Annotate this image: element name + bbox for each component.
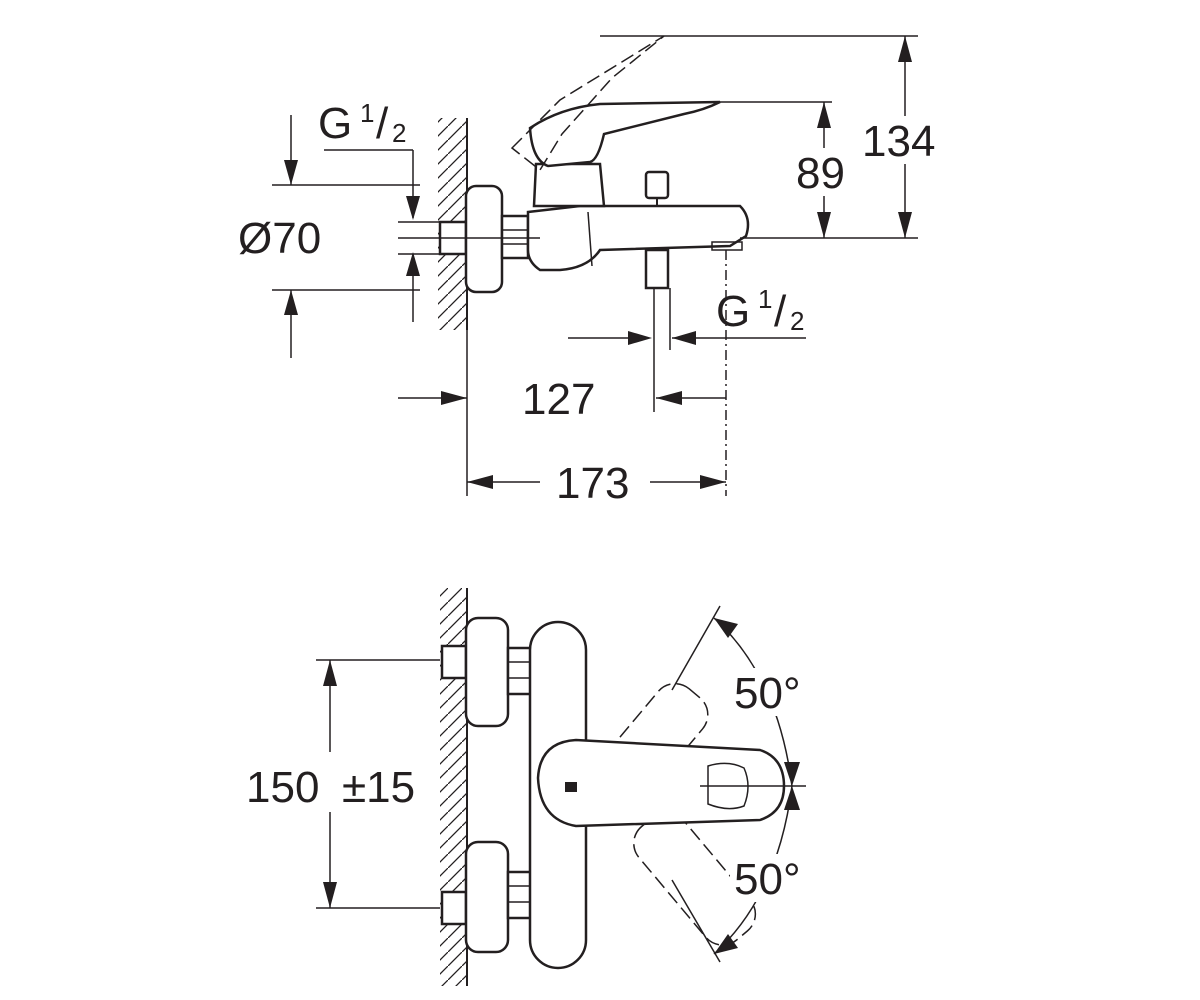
mixer-body-side xyxy=(510,35,750,350)
angle-up-label: 50° xyxy=(734,669,801,718)
thread-top-slash: / xyxy=(376,99,389,148)
thread-bottom-den: 2 xyxy=(790,306,804,336)
depth-outlet-label: 127 xyxy=(522,375,595,424)
wall-connector-upper xyxy=(440,616,534,728)
thread-bottom-letter: G xyxy=(716,287,750,336)
wall-connector-side xyxy=(438,184,530,294)
diameter-label: Ø70 xyxy=(238,214,321,263)
dimension-angles: 50° 50° xyxy=(671,605,814,963)
dimension-diameter: Ø70 xyxy=(238,115,420,358)
mixer-body-front xyxy=(528,620,786,970)
tolerance-label: ±15 xyxy=(342,763,415,812)
depth-total-label: 173 xyxy=(556,459,629,508)
thread-top-letter: G xyxy=(318,99,352,148)
dimension-heights: 89 134 xyxy=(600,35,944,239)
thread-top-num: 1 xyxy=(360,98,374,128)
dimension-depths: 127 173 xyxy=(398,250,727,508)
height-lever-label: 89 xyxy=(796,149,845,198)
thread-bottom-num: 1 xyxy=(758,284,772,314)
dimension-spacing: 150 ±15 xyxy=(246,659,440,909)
thread-top-den: 2 xyxy=(392,118,406,148)
angle-down-label: 50° xyxy=(734,855,801,904)
thread-callout-bottom: G 1 / 2 xyxy=(568,284,806,412)
thread-callout-top: G 1 / 2 xyxy=(318,98,540,322)
front-view: 150 ±15 50° 50° xyxy=(246,588,814,986)
spacing-label: 150 xyxy=(246,763,319,812)
side-view: Ø70 G 1 / 2 89 xyxy=(238,35,944,508)
wall-connector-lower xyxy=(440,840,534,954)
height-total-label: 134 xyxy=(862,117,935,166)
thread-bottom-slash: / xyxy=(774,287,787,336)
